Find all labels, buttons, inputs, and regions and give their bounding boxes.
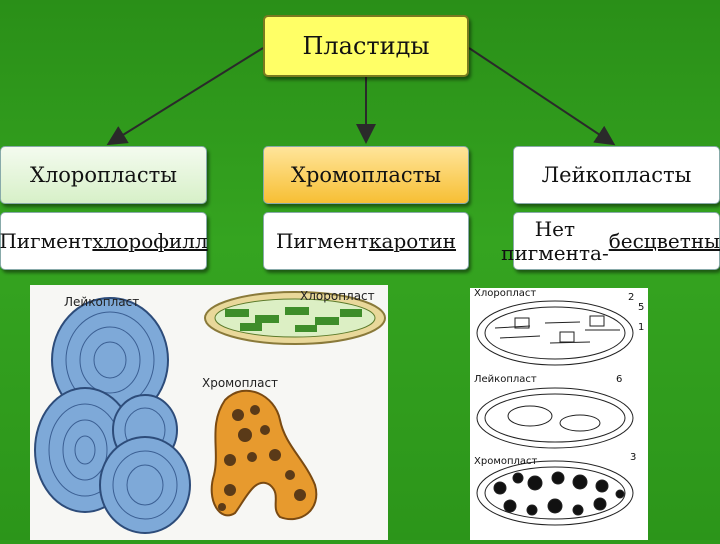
drawing-number-5: 5	[638, 302, 645, 313]
drawing-number-2: 2	[628, 292, 635, 303]
colored-plastids-drawing	[34, 291, 386, 534]
colored-chromoplast-label: Хромопласт	[202, 376, 279, 390]
colored-leucoplast-label: Лейкопласт	[64, 295, 140, 309]
drawing-number-6: 6	[616, 374, 623, 385]
diagram-title: Пластиды	[263, 15, 469, 77]
drawing-number-3: 3	[630, 452, 637, 463]
pigment-chromoplasts-line1: Пигмент	[275, 229, 370, 253]
drawing-chloroplast	[476, 300, 634, 366]
arrow-to-chloroplasts	[106, 47, 264, 146]
drawing-chromoplast	[476, 460, 634, 526]
category-chromoplasts: Хромопласты	[263, 146, 469, 204]
pigment-chloroplasts-line1: Пигмент	[0, 229, 93, 253]
drawing-plastids-drawing	[476, 300, 634, 526]
pigment-chloroplasts-line2: хлорофилл	[92, 229, 208, 253]
colored-plastids-figure: Лейкопласт Хлоропласт Хромопласт	[30, 285, 388, 540]
category-leucoplasts: Лейкопласты	[513, 146, 720, 204]
pigment-leucoplasts-line1: Нет пигмента-	[501, 217, 609, 265]
drawing-leucoplast-label: Лейкопласт	[474, 374, 537, 385]
drawing-leucoplast	[476, 387, 634, 449]
pigment-chromoplasts-line2: каротин	[369, 229, 457, 253]
drawing-chloroplast-label: Хлоропласт	[474, 288, 537, 299]
chromoplast-illustration	[210, 389, 318, 521]
pigment-leucoplasts-line2: бесцветные	[608, 229, 720, 253]
colored-chloroplast-label: Хлоропласт	[300, 289, 375, 303]
pigment-chloroplasts: Пигмент хлорофилл	[0, 212, 208, 270]
drawing-chromoplast-label: Хромопласт	[474, 456, 538, 467]
pigment-leucoplasts: Нет пигмента- бесцветные	[501, 212, 720, 270]
drawing-plastids-figure: Хлоропласт Лейкопласт Хромопласт 2 5 1 6…	[470, 288, 648, 540]
pigment-chromoplasts: Пигмент каротин	[263, 212, 469, 270]
drawing-number-1: 1	[638, 322, 645, 333]
chloroplast-illustration	[204, 291, 386, 345]
category-chloroplasts: Хлоропласты	[0, 146, 207, 204]
leucoplast-illustration	[34, 297, 191, 534]
arrow-to-leucoplasts	[468, 47, 616, 146]
